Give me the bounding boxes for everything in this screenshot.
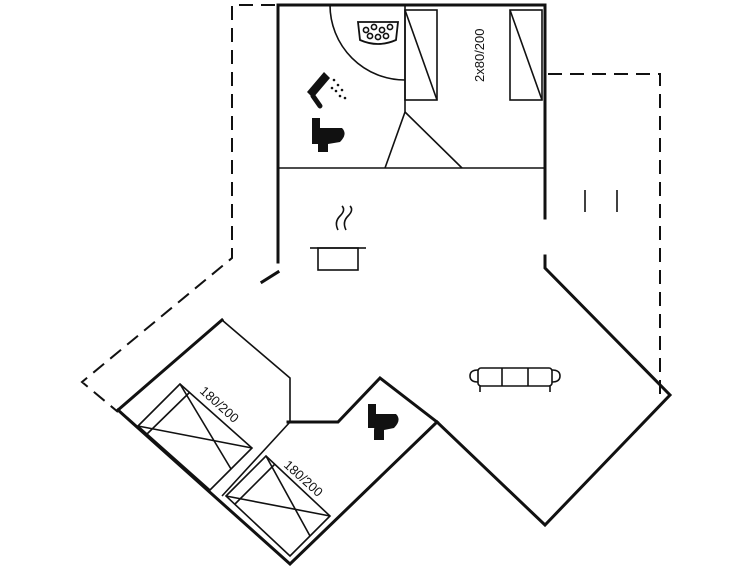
bunk-bed-2	[509, 9, 543, 101]
double-bed-left	[136, 382, 254, 492]
sofa-icon	[469, 367, 561, 392]
double-bed-bottom-label: 180/200	[281, 457, 326, 500]
patio-door-marks	[584, 190, 618, 212]
terrace-outline-right	[548, 73, 661, 398]
double-bed-bottom	[224, 454, 332, 558]
shower-icon	[307, 72, 347, 109]
bunk-bed-label: 2x80/200	[472, 29, 487, 83]
cooking-pot-icon	[310, 205, 366, 271]
terrace-outline-left	[80, 4, 275, 413]
interior-walls	[221, 5, 545, 497]
toilet-icon	[312, 118, 345, 152]
toilet-icon	[368, 404, 399, 440]
whirlpool-icon	[356, 21, 400, 45]
bunk-bed-1	[404, 9, 438, 101]
bathroom-door	[329, 4, 406, 81]
